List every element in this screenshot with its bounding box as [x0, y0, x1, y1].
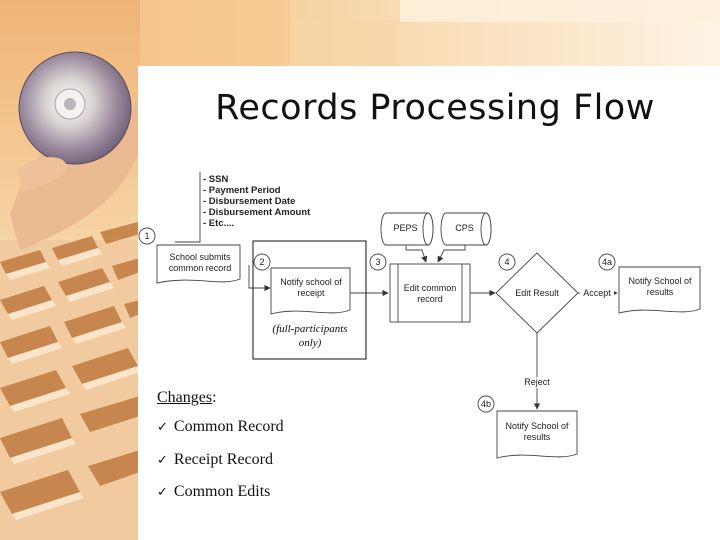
step-4b-label: Notify School of results: [505, 421, 569, 442]
step-3-label: Edit common record: [403, 283, 457, 304]
cps-label: CPS: [455, 223, 474, 233]
peps-label: PEPS: [393, 223, 418, 233]
step-4-label: Edit Result: [515, 288, 559, 298]
accept-edge-label: Accept: [580, 288, 614, 299]
step-1-number: 1: [144, 231, 150, 241]
changes-heading-colon: :: [212, 389, 217, 406]
step-3-shape: [389, 263, 471, 323]
cd-in-hand-icon: [10, 51, 140, 250]
change-item-label: Common Edits: [173, 483, 271, 500]
list-item: ✓ Common Edits: [157, 482, 284, 515]
slide-title: Records Processing Flow: [215, 88, 655, 128]
change-item-label: Common Record: [173, 418, 284, 435]
step-4a-shape: [618, 266, 701, 314]
changes-section: Changes: ✓ Common Record ✓ Receipt Record …: [157, 389, 284, 515]
record-fields-list: - SSN - Payment Period - Disbursement Da…: [203, 174, 310, 229]
full-participant-highlight-box: [252, 240, 367, 360]
changes-heading: Changes: [157, 389, 213, 406]
step-3-number: 3: [375, 257, 381, 267]
full-participants-note: (full-participants only): [272, 323, 348, 349]
record-field: - Disbursement Date: [203, 196, 296, 207]
step-number-circles: [138, 227, 616, 413]
step-4-shape: [495, 252, 579, 334]
step-2-label: Notify school of receipt: [280, 277, 342, 298]
changes-list: ✓ Common Record ✓ Receipt Record ✓ Common E…: [157, 417, 284, 515]
record-field: - Etc....: [203, 218, 235, 229]
step-4-number: 4: [504, 257, 510, 267]
record-field: - Payment Period: [203, 185, 281, 196]
record-field: - Disbursement Amount: [203, 207, 311, 218]
step-1-shape: [156, 244, 241, 284]
step-2-shape: [270, 267, 351, 315]
step-1-label: School submits common record: [168, 252, 232, 273]
flow-shapes: [156, 212, 701, 459]
step-4a-label: Notify School of results: [628, 276, 692, 297]
list-item: ✓ Receipt Record: [157, 450, 284, 483]
reject-edge-label: Reject: [518, 377, 556, 388]
checkmark-icon: ✓: [157, 452, 168, 468]
step-2-number: 2: [259, 257, 265, 267]
checkmark-icon: ✓: [157, 420, 168, 435]
connectors: [175, 172, 618, 410]
checkmark-icon: ✓: [157, 485, 168, 500]
step-4b-number: 4b: [480, 399, 491, 409]
step-4b-shape: [496, 410, 578, 459]
list-item: ✓ Common Record: [157, 417, 284, 450]
step-4a-number: 4a: [601, 257, 612, 267]
record-field: - SSN: [203, 174, 229, 185]
change-item-label: Receipt Record: [173, 450, 273, 468]
keyboard-keys-icon: [0, 222, 140, 540]
